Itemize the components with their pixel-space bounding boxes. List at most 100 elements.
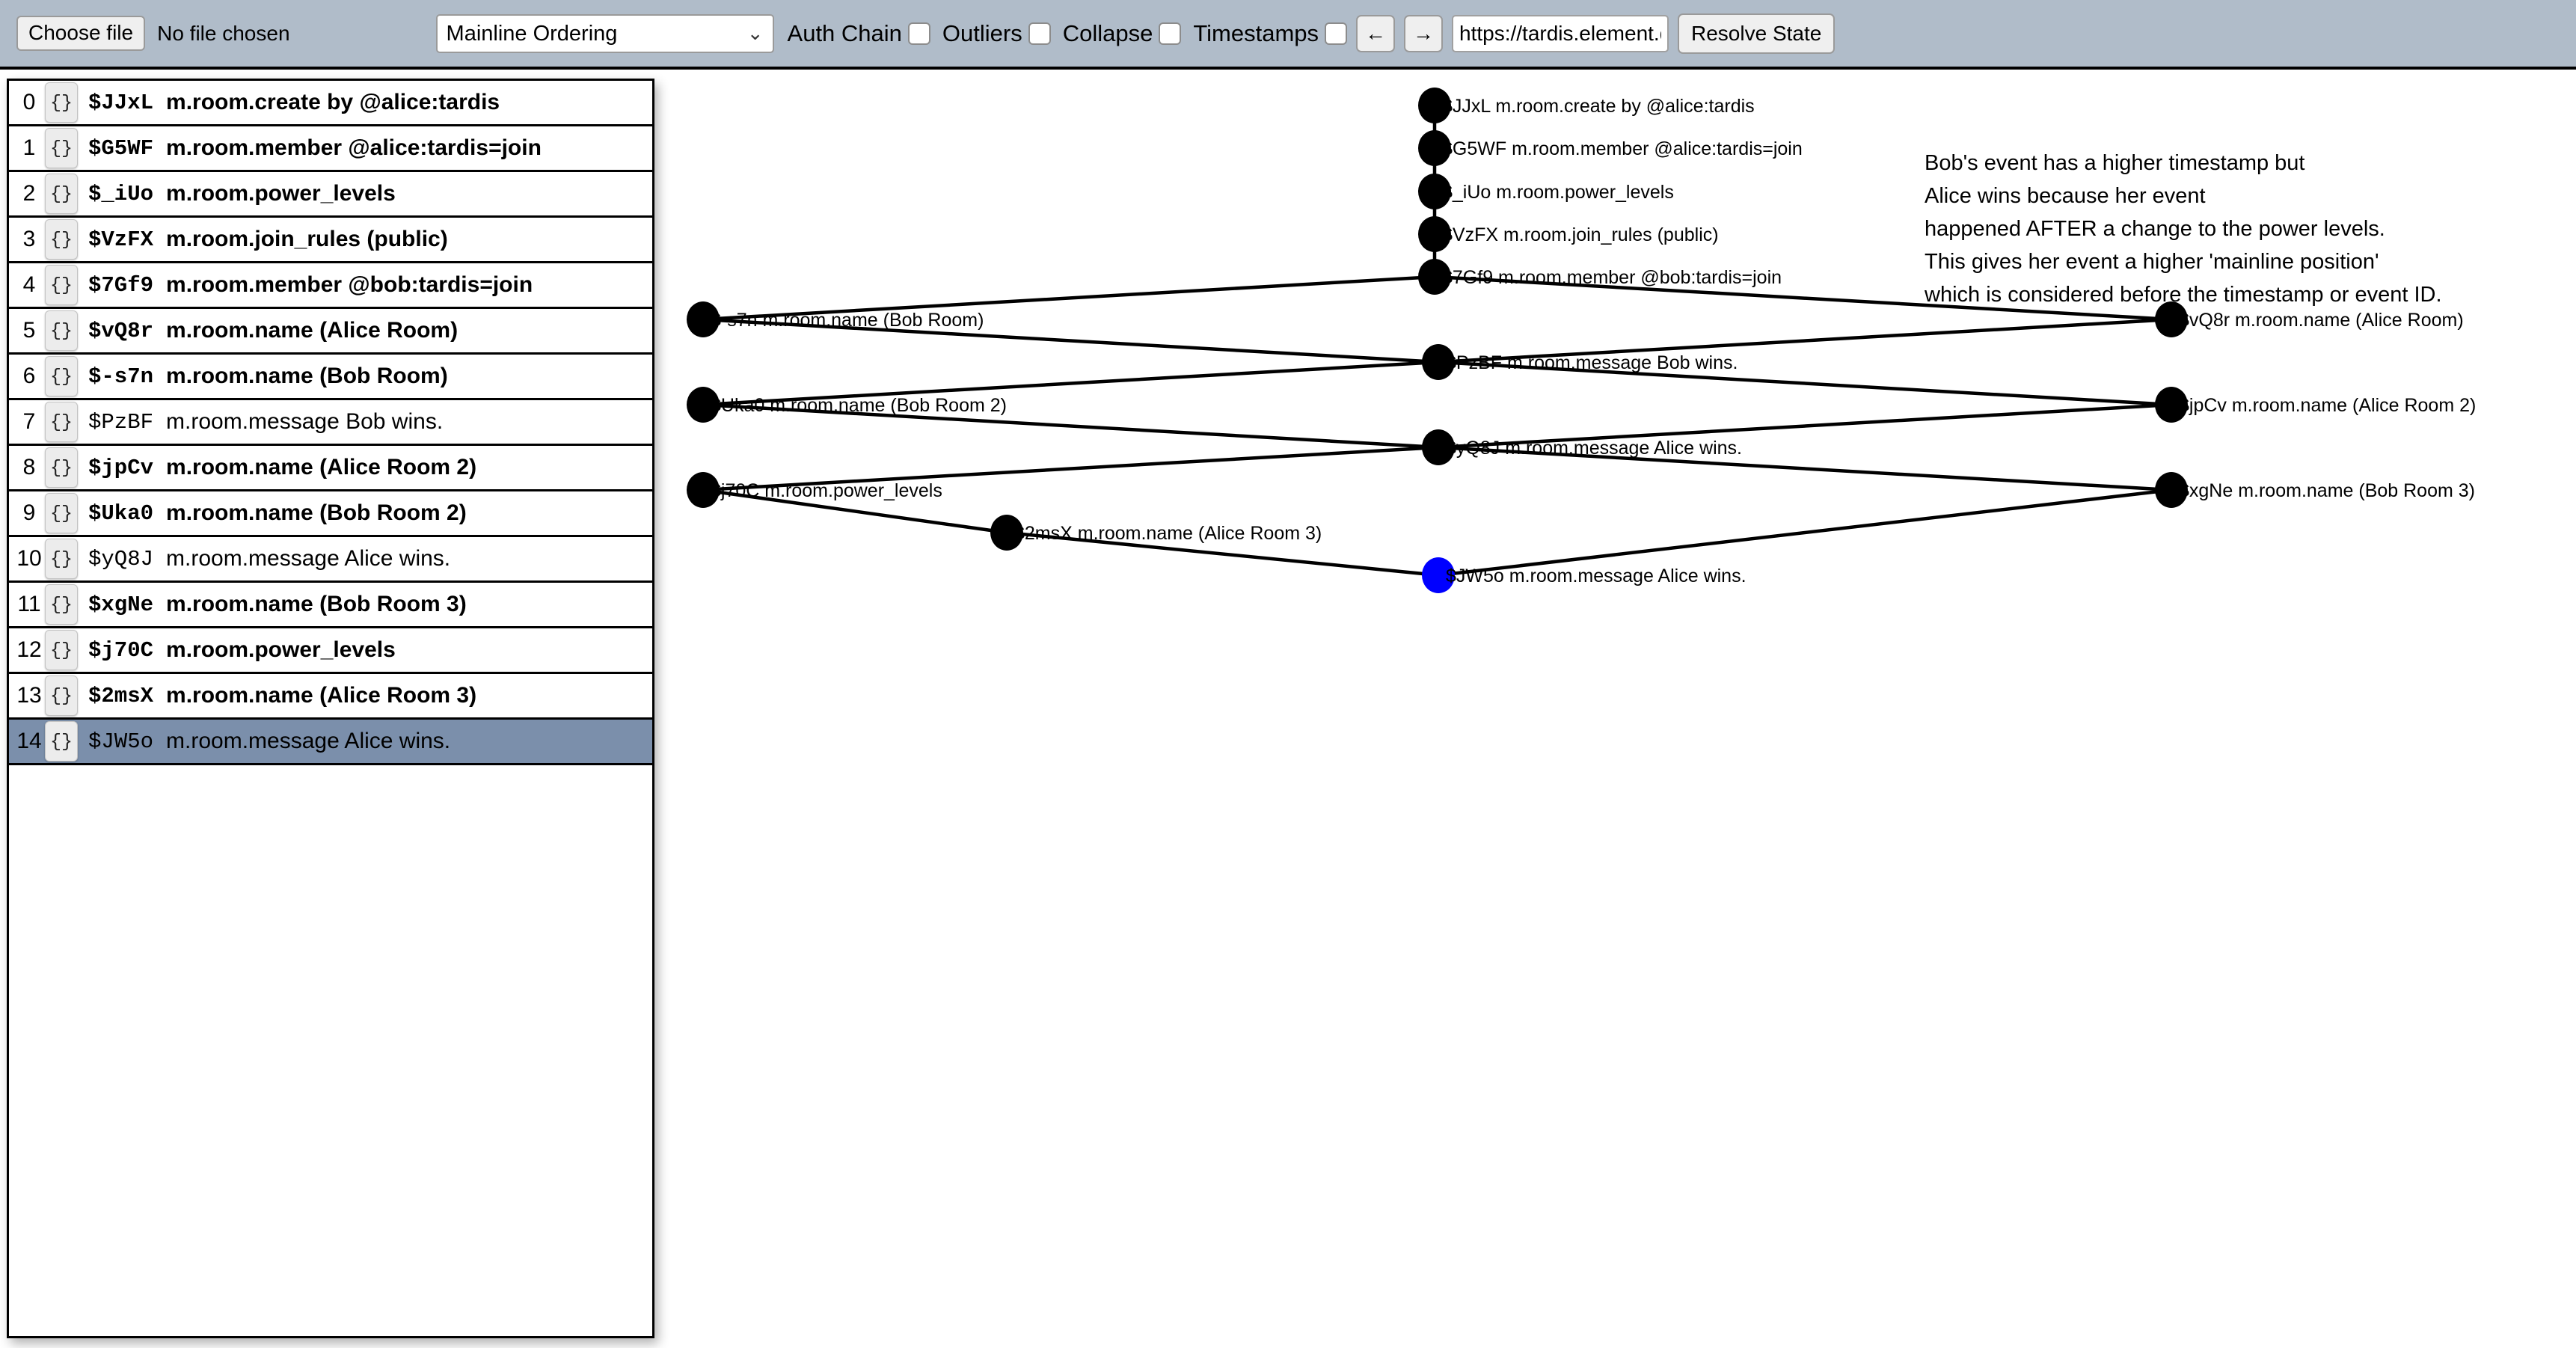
graph-edge: [1438, 488, 2172, 578]
event-row-description: m.room.join_rules (public): [166, 227, 448, 251]
json-badge-icon[interactable]: {}: [45, 493, 78, 533]
graph-node-selected-dot[interactable]: [1422, 557, 1455, 593]
graph-node[interactable]: $JJxL m.room.create by @alice:tardis: [1418, 88, 1755, 123]
event-row-id: $_iUo: [88, 181, 154, 206]
graph-node[interactable]: $PzBF m.room.message Bob wins.: [1422, 344, 1738, 380]
json-badge-icon[interactable]: {}: [45, 630, 78, 670]
graph-node-dot[interactable]: [1418, 174, 1451, 209]
choose-file-button[interactable]: Choose file: [16, 16, 146, 51]
graph-nodes: $JJxL m.room.create by @alice:tardis $G5W…: [687, 88, 2476, 593]
graph-edge: [702, 317, 1439, 364]
graph-node-label: $vQ8r m.room.name (Alice Room): [2179, 310, 2464, 331]
graph-node[interactable]: $vQ8r m.room.name (Alice Room): [2155, 301, 2464, 337]
graph-node[interactable]: $yQ8J m.room.message Alice wins.: [1422, 429, 1742, 465]
graph-node-dot[interactable]: [687, 472, 720, 508]
resolve-state-button[interactable]: Resolve State: [1678, 13, 1836, 54]
event-row-description: m.room.member @bob:tardis=join: [166, 272, 533, 297]
graph-node-dot[interactable]: [1418, 130, 1451, 166]
auth-chain-checkbox[interactable]: [907, 22, 930, 45]
event-row-description: m.room.message Bob wins.: [166, 409, 444, 434]
graph-node[interactable]: $2msX m.room.name (Alice Room 3): [990, 515, 1322, 551]
event-row-index: 1: [22, 135, 36, 160]
event-row-id: $yQ8J: [88, 546, 154, 572]
json-badge-icon[interactable]: {}: [45, 356, 78, 396]
json-badge-icon[interactable]: {}: [45, 447, 78, 488]
json-badge-icon[interactable]: {}: [45, 265, 78, 305]
outliers-checkbox[interactable]: [1028, 22, 1051, 45]
graph-node-dot[interactable]: [1418, 259, 1451, 295]
graph-node[interactable]: $JW5o m.room.message Alice wins.: [1422, 557, 1747, 593]
event-row-id: $PzBF: [88, 409, 154, 435]
graph-node-label: $jpCv m.room.name (Alice Room 2): [2179, 395, 2476, 416]
forward-arrow-icon[interactable]: →: [1404, 14, 1444, 52]
json-badge-icon[interactable]: {}: [45, 310, 78, 351]
graph-node-dot[interactable]: [1418, 216, 1451, 252]
graph-node[interactable]: $-s7n m.room.name (Bob Room): [687, 301, 984, 337]
json-badge-icon[interactable]: {}: [45, 82, 78, 123]
timestamps-checkbox[interactable]: [1325, 22, 1348, 45]
graph-node-dot[interactable]: [687, 301, 720, 337]
event-row-index: 6: [22, 364, 36, 388]
graph-node[interactable]: $Uka0 m.room.name (Bob Room 2): [687, 387, 1007, 423]
graph-node[interactable]: $7Gf9 m.room.member @bob:tardis=join: [1418, 259, 1782, 295]
file-status-label: No file chosen: [157, 21, 290, 45]
graph-node-label: $G5WF m.room.member @alice:tardis=join: [1442, 138, 1803, 159]
graph-node-dot[interactable]: [2155, 387, 2188, 423]
json-badge-icon[interactable]: {}: [45, 721, 78, 762]
json-badge-icon[interactable]: {}: [45, 128, 78, 168]
auth-chain-label: Auth Chain: [787, 19, 902, 46]
json-badge-icon[interactable]: {}: [45, 675, 78, 716]
graph-node-dot[interactable]: [2155, 472, 2188, 508]
graph-node-dot[interactable]: [1422, 344, 1455, 380]
graph-node-dot[interactable]: [687, 387, 720, 423]
event-row-id: $JJxL: [88, 90, 154, 115]
json-badge-icon[interactable]: {}: [45, 539, 78, 579]
graph-node-dot[interactable]: [2155, 301, 2188, 337]
event-row-index: 5: [22, 318, 36, 343]
ordering-select[interactable]: Mainline Ordering: [435, 13, 774, 53]
event-row-id: $vQ8r: [88, 318, 154, 343]
json-badge-icon[interactable]: {}: [45, 402, 78, 442]
graph-node[interactable]: $j70C m.room.power_levels: [687, 472, 942, 508]
back-arrow-icon[interactable]: ←: [1356, 14, 1396, 52]
json-badge-icon[interactable]: {}: [45, 219, 78, 260]
graph-node-label: $yQ8J m.room.message Alice wins.: [1446, 438, 1742, 459]
graph-node-label: $PzBF m.room.message Bob wins.: [1446, 352, 1738, 373]
graph-node-dot[interactable]: [1422, 429, 1455, 465]
event-list-row[interactable]: 7 {} $PzBF m.room.message Bob wins.: [9, 400, 652, 446]
event-row-description: m.room.name (Alice Room 3): [166, 683, 477, 708]
graph-node[interactable]: $jpCv m.room.name (Alice Room 2): [2155, 387, 2476, 423]
graph-node-dot[interactable]: [990, 515, 1023, 551]
graph-node-label: $2msX m.room.name (Alice Room 3): [1014, 523, 1322, 544]
graph-edge: [1438, 317, 2172, 364]
graph-node-label: $JJxL m.room.create by @alice:tardis: [1442, 96, 1755, 117]
collapse-checkbox[interactable]: [1159, 22, 1182, 45]
graph-node[interactable]: $_iUo m.room.power_levels: [1418, 174, 1674, 209]
json-badge-icon[interactable]: {}: [45, 584, 78, 625]
event-row-index: 7: [22, 409, 36, 434]
graph-node[interactable]: $VzFX m.room.join_rules (public): [1418, 216, 1719, 252]
url-input[interactable]: [1452, 14, 1669, 52]
collapse-label: Collapse: [1062, 19, 1153, 46]
event-graph-canvas[interactable]: $JJxL m.room.create by @alice:tardis $G5W…: [658, 75, 2576, 1348]
graph-node[interactable]: $xgNe m.room.name (Bob Room 3): [2155, 472, 2475, 508]
graph-node-dot[interactable]: [1418, 88, 1451, 123]
graph-node[interactable]: $G5WF m.room.member @alice:tardis=join: [1418, 130, 1803, 166]
json-badge-icon[interactable]: {}: [45, 174, 78, 214]
